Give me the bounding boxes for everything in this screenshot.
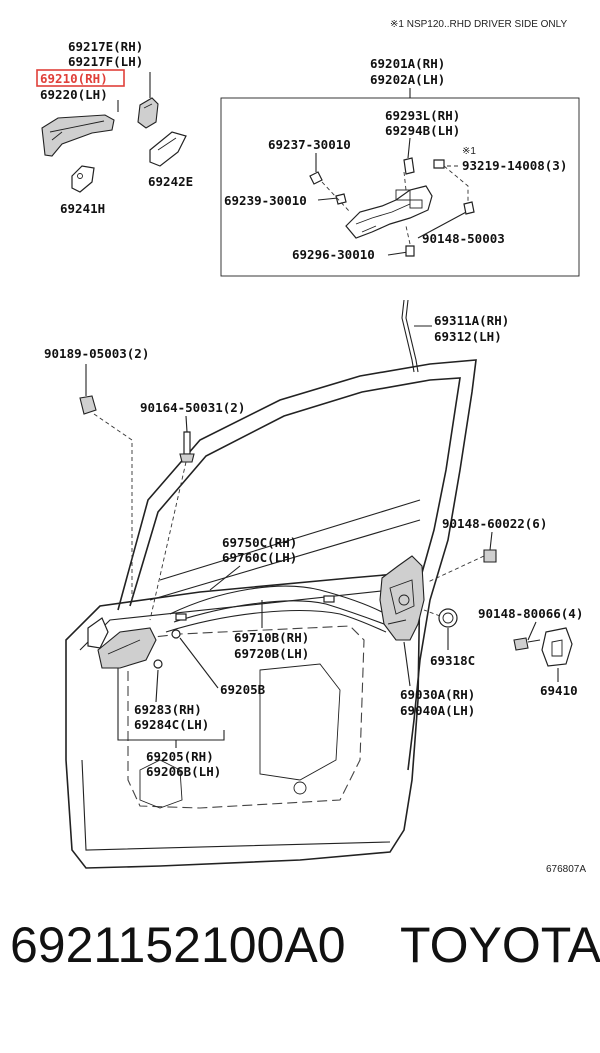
inside-handle-group-box <box>220 97 580 277</box>
door-striker-part-69410 <box>541 627 573 667</box>
label-90148-50003: 90148-50003 <box>422 231 505 246</box>
label-69296: 69296-30010 <box>292 247 375 262</box>
dash-90189 <box>93 413 133 600</box>
leader-69293l <box>407 137 411 159</box>
label-69710b: 69710B(RH) <box>234 630 309 645</box>
screw-part-90148-60022 <box>483 549 497 563</box>
label-69750c: 69750C(RH) <box>222 535 297 550</box>
leader-90148-50003 <box>417 209 471 239</box>
label-69201a: 69201A(RH) <box>370 56 445 71</box>
drawing-reference: 676807A <box>546 864 586 875</box>
dash-90164 <box>149 461 187 621</box>
leader-69239 <box>317 197 339 201</box>
label-69241h: 69241H <box>60 201 105 216</box>
label-69202a: 69202A(LH) <box>370 72 445 87</box>
label-69210-highlighted: 69210(RH) <box>40 71 108 86</box>
inside-door-handle-part <box>97 627 181 669</box>
screw-part-90164 <box>179 431 195 463</box>
part-number-text: 6921152100A0 <box>10 917 346 973</box>
leader-69205b <box>179 637 219 689</box>
inside-handle-frame-part <box>309 157 475 257</box>
label-90189: 90189-05003(2) <box>44 346 149 361</box>
brand-text: TOYOTA <box>400 917 600 973</box>
handle-cap-part <box>137 97 159 129</box>
label-90148-80066: 90148-80066(4) <box>478 606 583 621</box>
label-69205b: 69205B <box>220 682 266 697</box>
leader-90148-80066 <box>527 621 537 641</box>
label-93219: 93219-14008(3) <box>462 158 567 173</box>
label-69284c: 69284C(LH) <box>134 717 209 732</box>
label-69283: 69283(RH) <box>134 702 202 717</box>
label-69242e: 69242E <box>148 174 193 189</box>
leader-69030a <box>403 641 411 687</box>
lock-link-rod-part <box>401 299 419 373</box>
label-69206b: 69206B(LH) <box>146 764 221 779</box>
outside-door-handle-part <box>41 114 115 157</box>
label-69294b: 69294B(LH) <box>385 123 460 138</box>
leader-69296 <box>387 251 409 256</box>
grommet-part-69318c <box>438 608 458 628</box>
label-69205: 69205(RH) <box>146 749 214 764</box>
lock-cables-part <box>165 585 387 633</box>
label-69030a: 69030A(RH) <box>400 687 475 702</box>
leader-69283 <box>155 669 159 703</box>
label-69217e: 69217E(RH) <box>68 39 143 54</box>
label-69293l: 69293L(RH) <box>385 108 460 123</box>
label-69040a: 69040A(LH) <box>400 703 475 718</box>
dash-90148-60022 <box>427 555 485 583</box>
leader-69750c <box>209 565 241 591</box>
parts-diagram: ※1 NSP120..RHD DRIVER SIDE ONLY 69217E(R… <box>36 19 586 875</box>
label-69239: 69239-30010 <box>224 193 307 208</box>
label-69410: 69410 <box>540 683 578 698</box>
label-90148-60022: 90148-60022(6) <box>442 516 547 531</box>
label-90164: 90164-50031(2) <box>140 400 245 415</box>
leader-90148-60022 <box>489 531 493 551</box>
label-69312: 69312(LH) <box>434 329 502 344</box>
handle-gasket-small-part <box>71 165 95 193</box>
clip-part-90189 <box>79 395 97 415</box>
label-69217f: 69217F(LH) <box>68 54 143 69</box>
highlight-box-69210 <box>36 69 125 87</box>
door-lock-assembly-part <box>379 555 425 641</box>
screw-part-90148-80066 <box>513 637 541 651</box>
label-69760c: 69760C(LH) <box>222 550 297 565</box>
leader-90164 <box>185 415 188 433</box>
handle-gasket-part <box>149 131 187 167</box>
bracket-69205 <box>117 668 225 741</box>
label-69318c: 69318C <box>430 653 475 668</box>
label-69237: 69237-30010 <box>268 137 351 152</box>
front-door-panel <box>65 359 477 869</box>
dash-69318c <box>423 609 441 617</box>
label-69220: 69220(LH) <box>40 87 108 102</box>
label-69720b: 69720B(LH) <box>234 646 309 661</box>
note-marker-1: ※1 <box>462 146 476 157</box>
header-note: ※1 NSP120..RHD DRIVER SIDE ONLY <box>390 19 567 30</box>
label-69311a: 69311A(RH) <box>434 313 509 328</box>
